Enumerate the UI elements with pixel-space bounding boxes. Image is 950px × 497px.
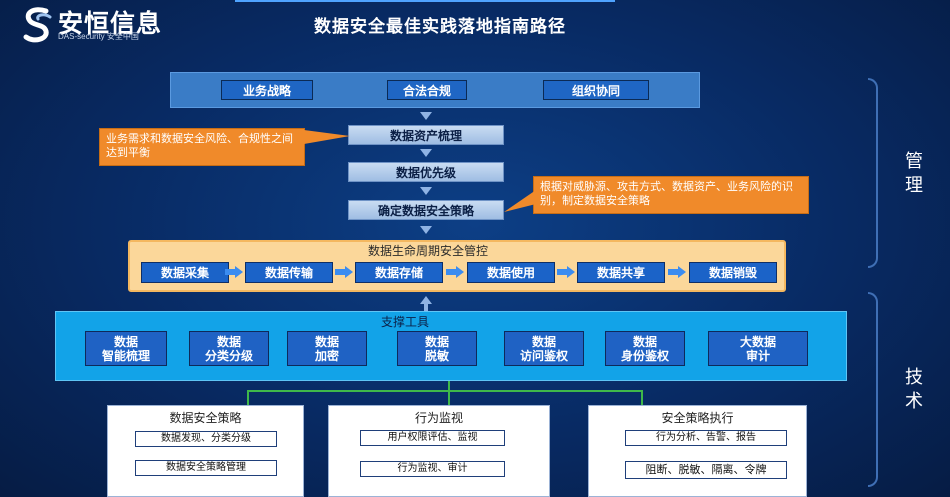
mgmt-item-coordination: 组织协同 xyxy=(543,80,649,100)
callout-pointer xyxy=(504,190,536,212)
title-accent-line xyxy=(235,0,615,2)
box-policy-enforcement: 安全策略执行 行为分析、告警、报告 阻断、脱敏、隔离、令牌 xyxy=(588,405,807,497)
callout-balance: 业务需求和数据安全风险、合规性之间达到平衡 xyxy=(99,128,305,166)
down-arrow-icon xyxy=(420,112,432,120)
support-tools-title: 支撑工具 xyxy=(380,315,429,329)
connector-vertical xyxy=(448,381,450,391)
right-arrow-icon xyxy=(668,266,686,278)
box-title: 行为监视 xyxy=(414,411,463,425)
box-title: 数据安全策略 xyxy=(169,411,242,425)
lifecycle-share: 数据共享 xyxy=(577,262,665,283)
right-arrow-icon xyxy=(557,266,575,278)
lifecycle-collect: 数据采集 xyxy=(141,262,229,283)
box-item: 阻断、脱敏、隔离、令牌 xyxy=(625,461,787,479)
lifecycle-title: 数据生命周期安全管控 xyxy=(367,244,488,258)
box-item: 行为分析、告警、报告 xyxy=(625,430,787,446)
down-arrow-icon xyxy=(420,187,432,195)
side-label-management: 管理 xyxy=(905,151,923,196)
tool-encryption: 数据加密 xyxy=(287,331,367,366)
box-title: 安全策略执行 xyxy=(661,411,734,425)
callout-policy-basis: 根据对威胁源、攻击方式、数据资产、业务风险的识别，制定数据安全策略 xyxy=(533,176,809,214)
box-item: 数据安全策略管理 xyxy=(135,460,277,476)
right-arrow-icon xyxy=(446,266,464,278)
step-data-priority: 数据优先级 xyxy=(348,162,504,182)
tool-bigdata-audit: 大数据审计 xyxy=(708,331,808,366)
down-arrow-icon xyxy=(420,226,432,234)
step-asset-inventory: 数据资产梳理 xyxy=(348,125,504,145)
tool-access-auth: 数据访问鉴权 xyxy=(504,331,584,366)
lifecycle-destroy: 数据销毁 xyxy=(689,262,777,283)
tool-masking: 数据脱敏 xyxy=(397,331,477,366)
callout-pointer xyxy=(304,130,350,144)
box-security-policy: 数据安全策略 数据发现、分类分级 数据安全策略管理 xyxy=(107,405,304,497)
mgmt-item-compliance: 合法合规 xyxy=(387,80,467,100)
right-arrow-icon xyxy=(225,266,243,278)
tool-smart-inventory: 数据智能梳理 xyxy=(85,331,167,366)
box-item: 用户权限评估、监视 xyxy=(360,430,505,446)
lifecycle-store: 数据存储 xyxy=(355,262,443,283)
connector-drop-left xyxy=(247,390,249,405)
tool-identity-auth: 数据身份鉴权 xyxy=(605,331,685,366)
step-define-policy: 确定数据安全策略 xyxy=(348,200,504,220)
box-behavior-monitor: 行为监视 用户权限评估、监视 行为监视、审计 xyxy=(328,405,550,497)
up-arrow-shaft xyxy=(424,303,428,311)
logo-subtext: DAS-security 安全中国 xyxy=(58,32,139,41)
lifecycle-transmit: 数据传输 xyxy=(245,262,333,283)
page-title: 数据安全最佳实践落地指南路径 xyxy=(314,17,566,37)
box-item: 行为监视、审计 xyxy=(360,461,505,477)
down-arrow-icon xyxy=(420,149,432,157)
lifecycle-use: 数据使用 xyxy=(467,262,555,283)
side-label-technology: 技术 xyxy=(905,367,923,412)
company-logo-icon xyxy=(23,7,52,43)
connector-drop-middle xyxy=(448,390,450,405)
box-item: 数据发现、分类分级 xyxy=(135,431,277,447)
mgmt-item-strategy: 业务战略 xyxy=(221,80,313,100)
technology-bracket xyxy=(868,292,878,487)
management-bracket xyxy=(868,78,878,268)
connector-drop-right xyxy=(641,390,643,405)
tool-classification: 数据分类分级 xyxy=(189,331,269,366)
right-arrow-icon xyxy=(335,266,353,278)
logo-text: 安恒信息 xyxy=(58,9,163,38)
up-arrow-icon xyxy=(420,296,432,304)
connector-horizontal xyxy=(247,390,643,392)
